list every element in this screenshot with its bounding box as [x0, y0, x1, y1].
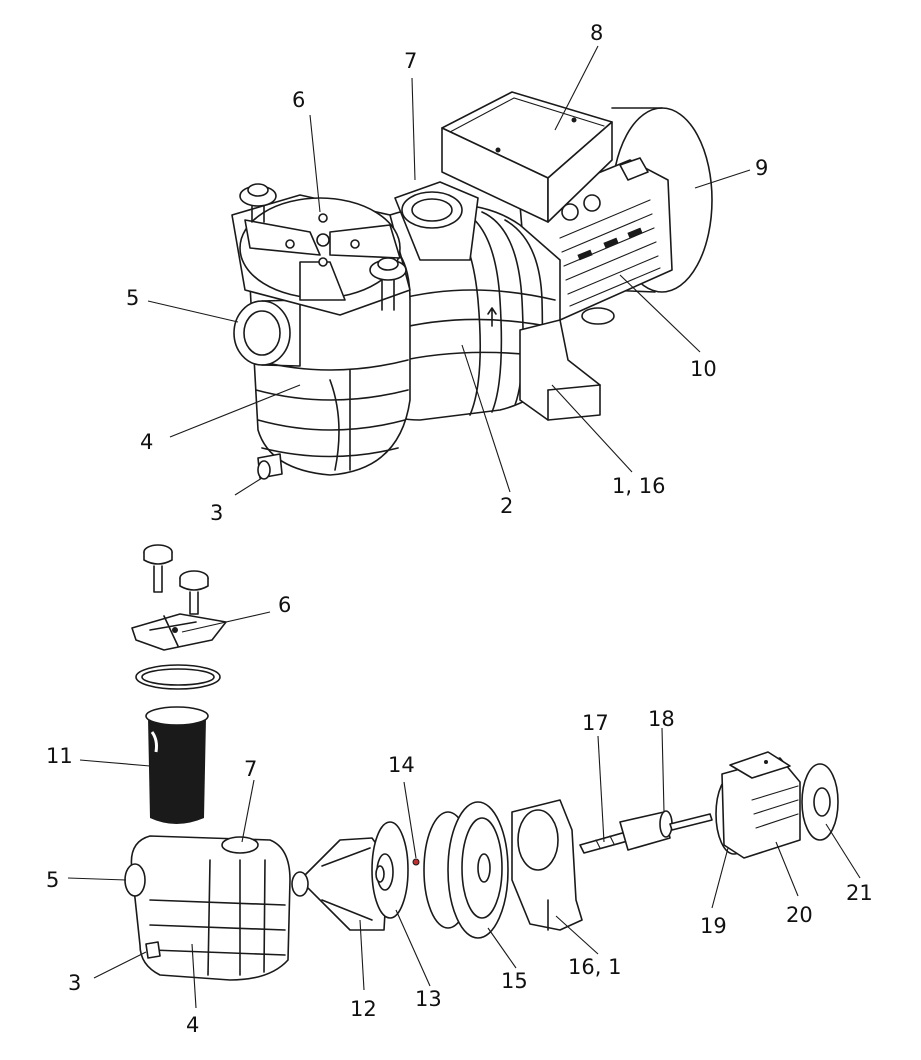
- impeller: [371, 821, 409, 919]
- exploded-pot: [124, 835, 291, 981]
- small-seal: [412, 858, 420, 866]
- label-2: 2: [500, 494, 513, 518]
- label-11: 11: [46, 744, 73, 768]
- lid-o-ring-inner: [141, 668, 215, 686]
- label-12: 12: [350, 997, 377, 1021]
- label-6: 6: [278, 593, 291, 617]
- lid-o-ring: [135, 664, 221, 690]
- label-3: 3: [210, 501, 223, 525]
- label-17: 17: [582, 711, 609, 735]
- label-7: 7: [404, 49, 417, 73]
- label-20: 20: [786, 903, 813, 927]
- motor-end-bell: [801, 763, 839, 841]
- exploded-lid: [131, 613, 227, 651]
- label-8: 8: [590, 21, 603, 45]
- label-16-1: 16, 1: [568, 955, 621, 979]
- label-9: 9: [755, 156, 768, 180]
- bracket-foot: [511, 799, 583, 931]
- label-18: 18: [648, 707, 675, 731]
- label-3: 3: [68, 971, 81, 995]
- inlet-port: [233, 299, 301, 367]
- label-6: 6: [292, 88, 305, 112]
- strainer-lid: [231, 183, 411, 316]
- lid-bolts: [143, 544, 209, 615]
- label-1-16: 1, 16: [612, 474, 665, 498]
- label-7: 7: [244, 757, 257, 781]
- label-5: 5: [46, 868, 59, 892]
- label-5: 5: [126, 286, 139, 310]
- label-4: 4: [140, 430, 153, 454]
- outlet-port: [394, 181, 479, 261]
- terminal-box: [441, 91, 613, 223]
- label-14: 14: [388, 753, 415, 777]
- motor-stator: [721, 751, 801, 859]
- label-13: 13: [415, 987, 442, 1011]
- exploded-leader-lines: [67, 611, 861, 1009]
- assembled-pump: 6 7 8 9 10 5 4 3 2 1, 16: [126, 21, 768, 525]
- rotor: [619, 810, 713, 851]
- label-15: 15: [501, 969, 528, 993]
- label-21: 21: [846, 881, 873, 905]
- label-4: 4: [186, 1013, 199, 1037]
- assembled-leader-lines: [147, 45, 751, 496]
- exploded-view: 6 11 7 5 3 4 12 13 14 15 16, 1 17 18 19 …: [46, 544, 873, 1037]
- strainer-basket: [145, 706, 209, 824]
- drain-plug: [257, 453, 283, 480]
- seal-plate: [447, 801, 509, 939]
- mounting-foot: [519, 319, 601, 421]
- label-10: 10: [690, 357, 717, 381]
- label-19: 19: [700, 914, 727, 938]
